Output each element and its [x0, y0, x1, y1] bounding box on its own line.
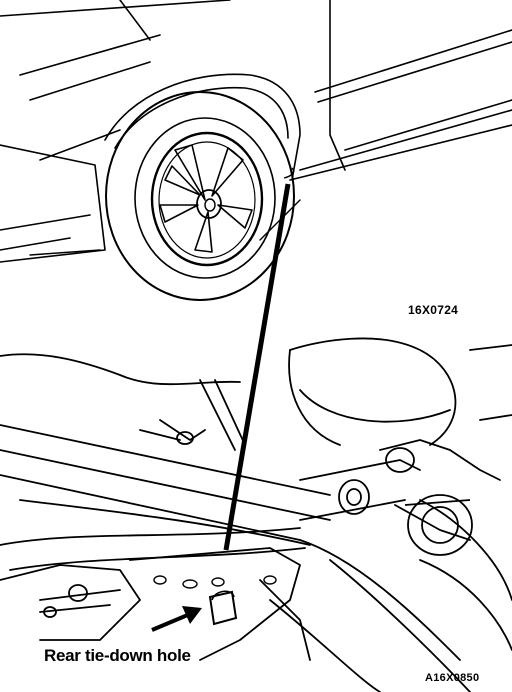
figure-code-upper: 16X0724 [408, 303, 459, 317]
floor-holes [154, 576, 276, 588]
underbody-outline [0, 338, 512, 692]
callout-arrow [152, 606, 202, 630]
suspension-bushings [44, 432, 472, 617]
tie-down-hole-label: Rear tie-down hole [44, 646, 191, 665]
leader-line [226, 184, 288, 550]
car-body-outline [0, 0, 512, 262]
wheel-spokes [160, 145, 252, 252]
figure-code-lower: A16X0850 [425, 672, 480, 684]
tie-down-hole [210, 591, 236, 624]
rear-wheel [106, 92, 294, 300]
